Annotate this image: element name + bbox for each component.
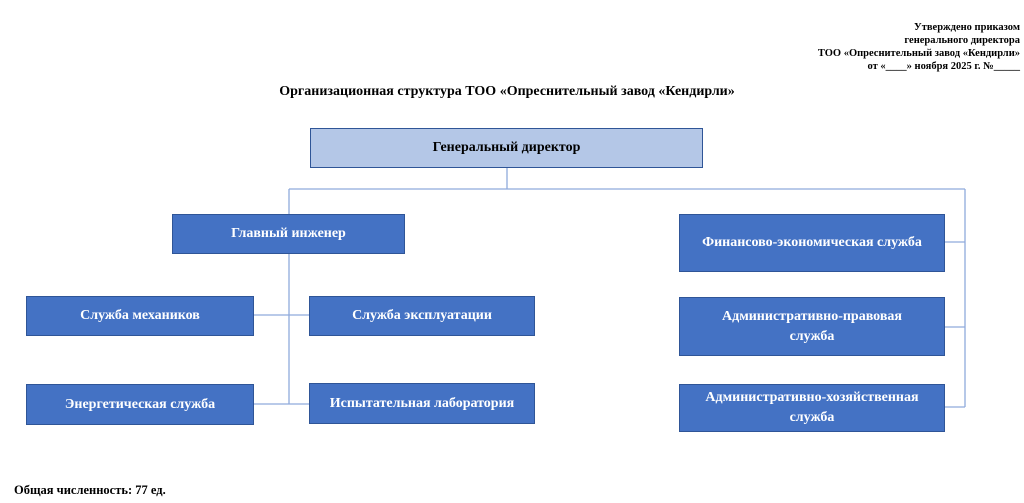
approval-line: генерального директора — [904, 35, 1020, 46]
node-lab: Испытательная лаборатория — [309, 383, 535, 424]
node-operations: Служба эксплуатации — [309, 296, 535, 336]
approval-line: от «____» ноября 2025 г. №_____ — [867, 61, 1020, 72]
node-legal: Административно-правовая служба — [679, 297, 945, 356]
page-title: Организационная структура ТОО «Опресните… — [279, 84, 735, 99]
node-household: Административно-хозяйственная служба — [679, 384, 945, 432]
approval-line: Утверждено приказом — [914, 22, 1020, 33]
node-general-director: Генеральный директор — [310, 128, 703, 168]
node-finance: Финансово-экономическая служба — [679, 214, 945, 272]
node-chief-engineer: Главный инженер — [172, 214, 405, 254]
node-energy: Энергетическая служба — [26, 384, 254, 425]
node-mechanics: Служба механиков — [26, 296, 254, 336]
approval-block: Утверждено приказом генерального директо… — [818, 21, 1020, 73]
approval-line: ТОО «Опреснительный завод «Кендирли» — [817, 48, 1020, 59]
total-headcount: Общая численность: 77 ед. — [14, 483, 166, 497]
